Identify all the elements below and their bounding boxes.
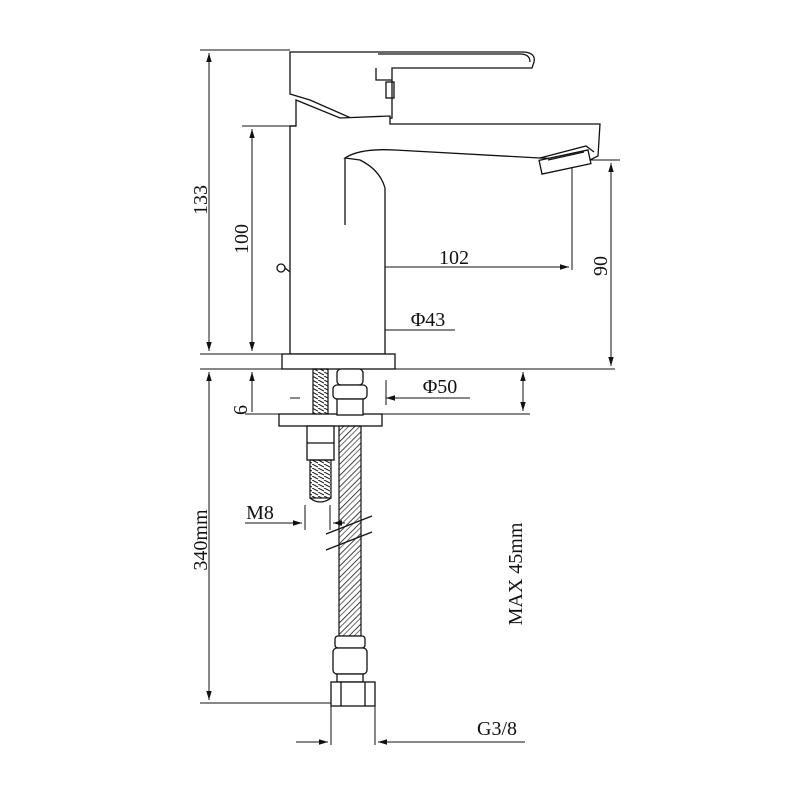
dim-label-g38: G3/8 xyxy=(477,718,517,740)
flexible-hose xyxy=(325,368,376,707)
dim-label-6: 6 xyxy=(230,405,252,415)
dim-label-133: 133 xyxy=(190,185,212,215)
dimension-labels: 133 100 90 102 Φ43 Φ50 6 340mm M8 MAX 45… xyxy=(190,185,612,740)
faucet-base xyxy=(281,353,396,370)
dim-label-m8: M8 xyxy=(246,502,274,524)
dim-label-340mm: 340mm xyxy=(190,509,212,571)
dim-label-phi43: Φ43 xyxy=(411,309,446,331)
dim-label-max45mm: MAX 45mm xyxy=(505,522,527,625)
mounting-stud xyxy=(278,368,383,503)
faucet-handle xyxy=(289,51,535,123)
dim-label-phi50: Φ50 xyxy=(423,376,458,398)
faucet-body xyxy=(276,99,601,355)
dim-label-102: 102 xyxy=(439,247,469,269)
dim-label-100: 100 xyxy=(231,224,253,254)
dim-label-90: 90 xyxy=(590,256,612,276)
